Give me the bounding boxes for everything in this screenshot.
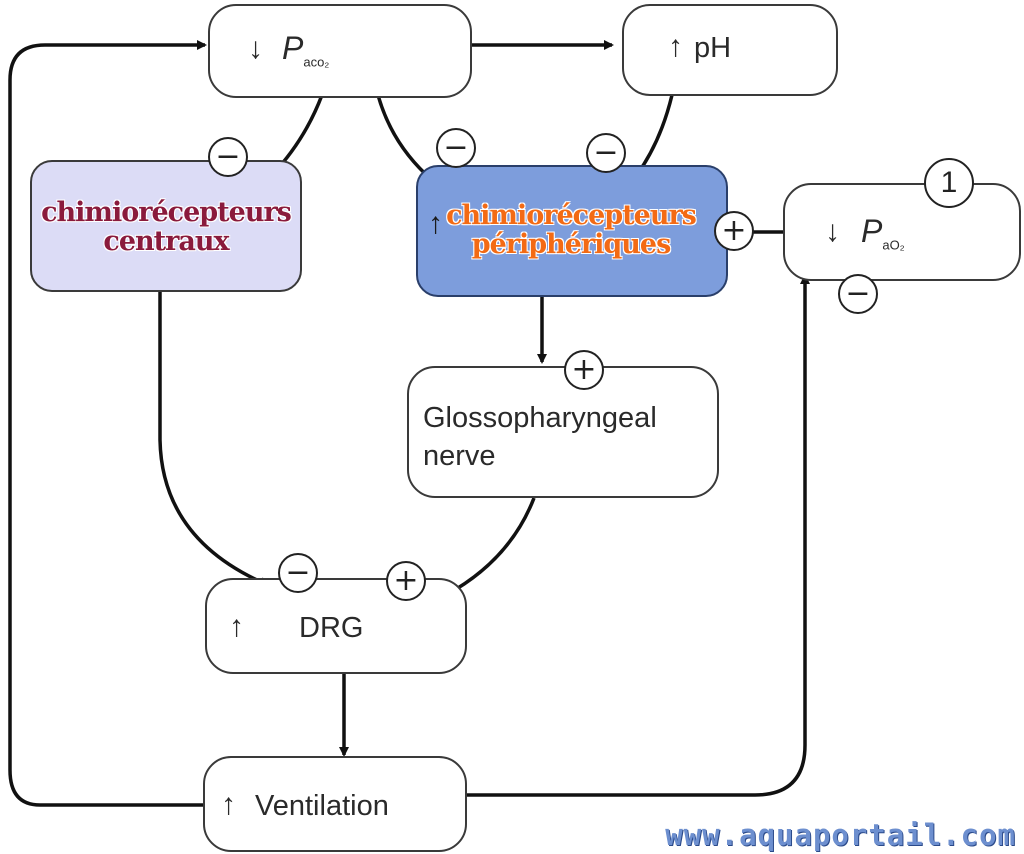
arrow-ventilation-to-pao2 <box>465 274 810 797</box>
node-glossopharyngeal-nerve: Glossopharyngeal nerve <box>407 366 719 498</box>
node-ventilation: ↑ Ventilation <box>203 756 467 852</box>
arrow-paco2-to-peripheral <box>376 94 434 182</box>
peripheral-chemoreceptors-title: chimiorécepteurs périphériques <box>446 200 697 260</box>
drg-label: DRG <box>299 612 364 644</box>
sign-pao2-to-peripheral: + <box>714 211 754 251</box>
pao2-symbol: PaO₂ <box>861 213 905 252</box>
node-drg: ↑ DRG <box>205 578 467 674</box>
arrow-glosso-to-drg <box>444 497 536 597</box>
glosso-line1: Glossopharyngeal <box>423 402 657 434</box>
arrow-central-to-drg <box>158 292 270 587</box>
node-ph: ↑ pH <box>622 4 838 96</box>
down-arrow-icon: ↓ <box>248 32 263 65</box>
pao2-subscript: aO₂ <box>882 237 905 253</box>
down-arrow-icon: ↓ <box>825 215 840 248</box>
sign-glosso-to-drg: + <box>386 561 426 601</box>
watermark: www.aquaportail.com <box>665 818 1016 852</box>
up-arrow-icon: ↑ <box>229 610 244 643</box>
central-chemoreceptors-title: chimiorécepteurs centraux <box>41 197 292 257</box>
pao2-symbol-letter: P <box>861 213 883 249</box>
glosso-line2: nerve <box>423 440 496 472</box>
sign-ventilation-to-pao2: − <box>838 274 878 314</box>
pao2-badge: 1 <box>924 158 974 208</box>
node-central-chemoreceptors: chimiorécepteurs centraux <box>30 160 302 292</box>
paco2-symbol-letter: P <box>282 30 304 66</box>
paco2-subscript: aco₂ <box>303 54 330 70</box>
ph-label: pH <box>694 32 732 64</box>
sign-peripheral-to-glosso: + <box>564 350 604 390</box>
up-arrow-icon: ↑ <box>221 788 236 821</box>
node-paco2: ↓ Paco₂ <box>208 4 472 98</box>
sign-paco2-to-central: − <box>208 137 248 177</box>
ventilation-label: Ventilation <box>255 790 389 822</box>
sign-ph-to-peripheral: − <box>586 133 626 173</box>
node-pao2: ↓ PaO₂ <box>783 183 1021 281</box>
up-arrow-icon: ↑ <box>668 30 683 63</box>
sign-paco2-to-peripheral: − <box>436 128 476 168</box>
sign-central-to-drg: − <box>278 553 318 593</box>
paco2-symbol: Paco₂ <box>282 30 329 69</box>
node-peripheral-chemoreceptors: ↑ chimiorécepteurs périphériques <box>416 165 728 297</box>
arrow-ventilation-to-paco2 <box>8 40 207 807</box>
up-arrow-icon: ↑ <box>428 207 443 240</box>
